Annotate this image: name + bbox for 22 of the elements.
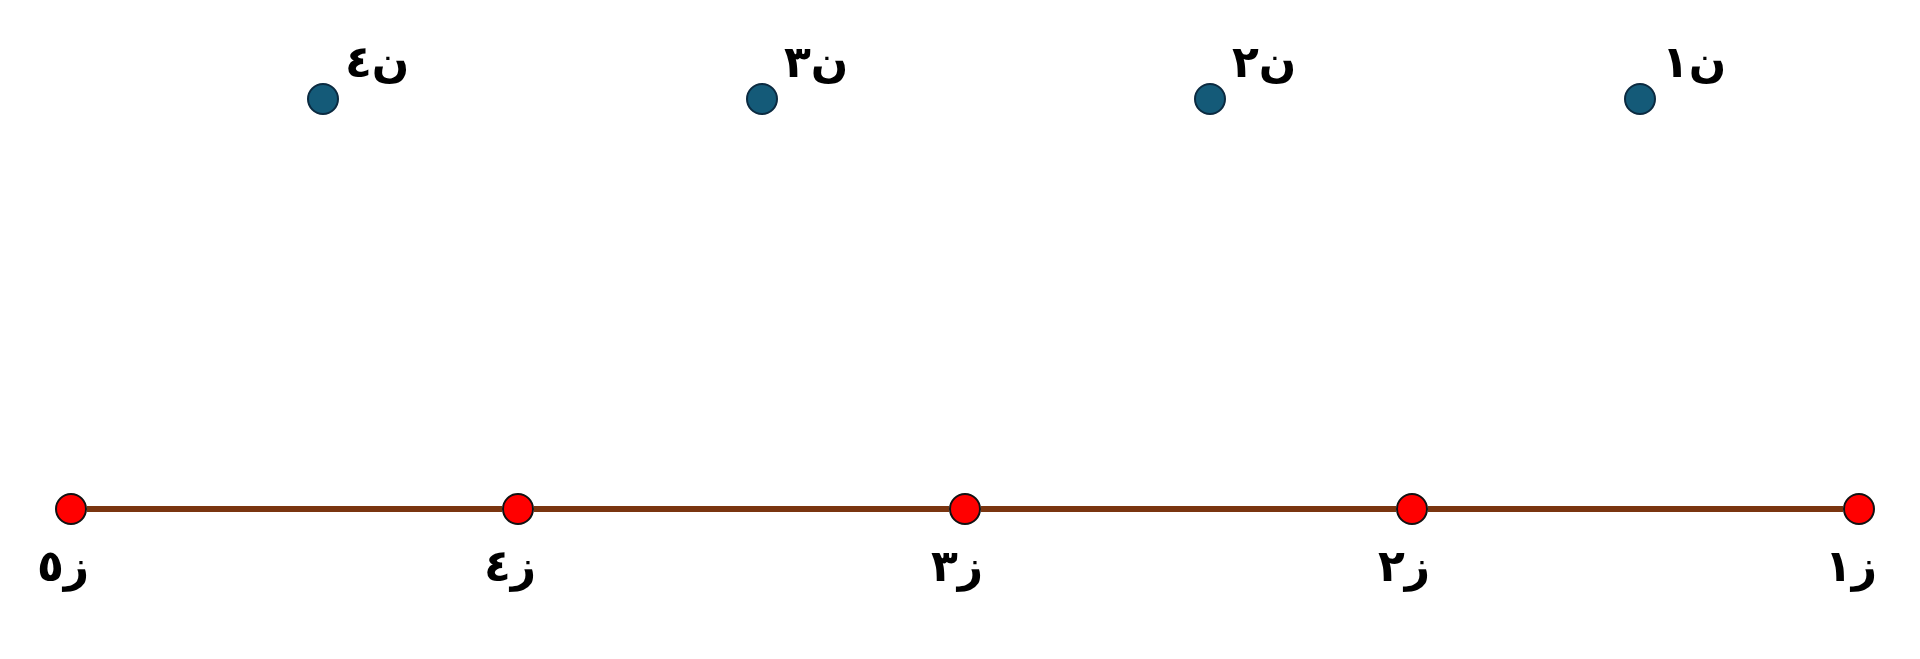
point-label: ز٥: [37, 541, 90, 591]
point: [307, 83, 339, 115]
point: [1624, 83, 1656, 115]
point: [55, 493, 87, 525]
point-label: ن١: [1662, 37, 1727, 87]
point-label: ن٣: [784, 37, 849, 87]
point-label: ز١: [1825, 541, 1878, 591]
point: [1843, 493, 1875, 525]
point-label: ز٢: [1378, 541, 1431, 591]
point: [949, 493, 981, 525]
line-segment: [87, 506, 502, 512]
point-label: ز٣: [931, 541, 984, 591]
point: [502, 493, 534, 525]
point: [1194, 83, 1226, 115]
line-segment: [1428, 506, 1843, 512]
point-label: ز٤: [484, 541, 537, 591]
point-label: ن٤: [345, 37, 410, 87]
line-segment: [981, 506, 1396, 512]
line-segment: [534, 506, 949, 512]
point: [746, 83, 778, 115]
point: [1396, 493, 1428, 525]
point-label: ن٢: [1232, 37, 1297, 87]
